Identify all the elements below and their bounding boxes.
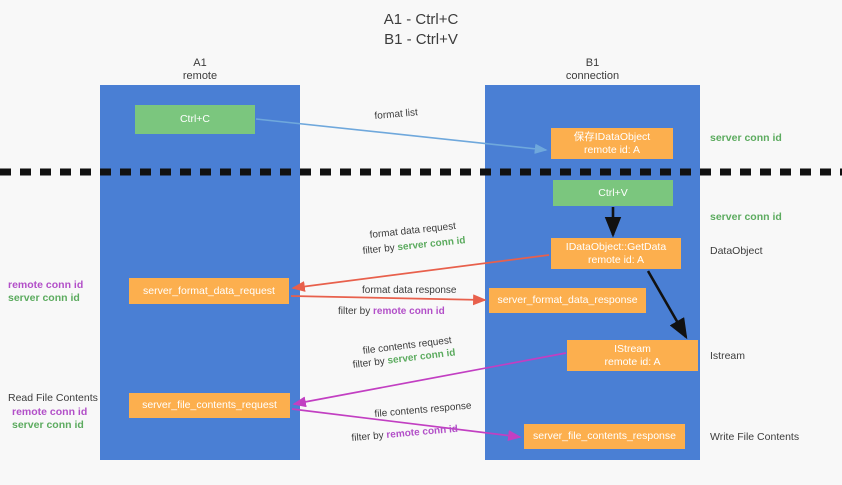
edge-label-file-contents-response: file contents response bbox=[374, 400, 472, 420]
label-left-remote-conn-id-2: remote conn id bbox=[12, 406, 88, 418]
filter-by-text-1: filter by bbox=[362, 242, 399, 257]
lane-header-a1: A1 remote bbox=[100, 57, 300, 83]
node-istream-line2: remote id: A bbox=[604, 355, 661, 368]
edge-label-format-list: format list bbox=[374, 107, 419, 122]
edge-label-filter-by-remote-conn-id-2: filter by remote conn id bbox=[351, 423, 458, 445]
label-left-server-conn-id-2: server conn id bbox=[12, 419, 84, 431]
lane-a1-subtitle: remote bbox=[182, 70, 218, 82]
node-server-format-data-response[interactable]: server_format_data_response bbox=[489, 288, 646, 313]
label-left-conn-ids-2: remote conn id server conn id bbox=[12, 406, 87, 432]
label-left-remote-conn-id-1: remote conn id bbox=[8, 279, 84, 291]
node-istream[interactable]: IStream remote id: A bbox=[567, 340, 698, 371]
label-right-dataobject: DataObject bbox=[710, 245, 763, 257]
node-ctrl-v-label: Ctrl+V bbox=[598, 186, 628, 199]
label-left-server-conn-id-1: server conn id bbox=[8, 292, 80, 304]
remote-conn-id-text-1: remote conn id bbox=[373, 306, 445, 317]
node-istream-line1: IStream bbox=[614, 342, 651, 355]
lane-a1-name: A1 bbox=[193, 57, 207, 69]
node-save-idataobject-line2: remote id: A bbox=[583, 143, 641, 156]
node-getdata-line1: IDataObject::GetData bbox=[565, 240, 667, 253]
node-server-file-contents-response[interactable]: server_file_contents_response bbox=[524, 424, 685, 449]
node-server-file-contents-request-label: server_file_contents_request bbox=[142, 399, 277, 411]
diagram-title: A1 - Ctrl+C B1 - Ctrl+V bbox=[383, 11, 459, 48]
node-server-format-data-request[interactable]: server_format_data_request bbox=[129, 278, 289, 304]
lane-header-b1: B1 connection bbox=[485, 57, 700, 83]
node-server-format-data-response-label: server_format_data_response bbox=[497, 294, 638, 306]
lane-b1-subtitle: connection bbox=[565, 70, 620, 82]
label-right-istream: Istream bbox=[710, 350, 746, 362]
node-save-idataobject[interactable]: 保存IDataObject remote id: A bbox=[551, 128, 673, 159]
remote-conn-id-text-2: remote conn id bbox=[385, 423, 459, 441]
node-server-file-contents-request[interactable]: server_file_contents_request bbox=[129, 393, 290, 418]
filter-by-text-4: filter by bbox=[351, 429, 387, 444]
lane-b1-name: B1 bbox=[585, 57, 600, 69]
node-save-idataobject-line1: 保存IDataObject bbox=[573, 130, 651, 143]
node-server-format-data-request-label: server_format_data_request bbox=[143, 284, 275, 297]
filter-by-text-3: filter by bbox=[352, 355, 389, 371]
node-ctrl-v[interactable]: Ctrl+V bbox=[553, 180, 673, 206]
node-idataobject-getdata[interactable]: IDataObject::GetData remote id: A bbox=[551, 238, 681, 269]
label-right-server-conn-id-1: server conn id bbox=[710, 132, 782, 144]
filter-by-text-2: filter by bbox=[338, 306, 374, 317]
node-ctrl-c[interactable]: Ctrl+C bbox=[135, 105, 255, 134]
label-right-server-conn-id-2: server conn id bbox=[710, 211, 782, 223]
label-left-conn-ids-1: remote conn id server conn id bbox=[8, 279, 83, 305]
label-left-read-file-contents: Read File Contents bbox=[8, 392, 98, 404]
node-ctrl-c-label: Ctrl+C bbox=[179, 113, 211, 125]
node-server-file-contents-response-label: server_file_contents_response bbox=[532, 430, 676, 442]
edge-label-format-data-response: format data response bbox=[362, 285, 457, 296]
label-right-write-file-contents: Write File Contents bbox=[710, 431, 800, 443]
edge-label-filter-by-remote-conn-id-1: filter by remote conn id bbox=[338, 305, 445, 318]
node-getdata-line2: remote id: A bbox=[587, 253, 645, 266]
